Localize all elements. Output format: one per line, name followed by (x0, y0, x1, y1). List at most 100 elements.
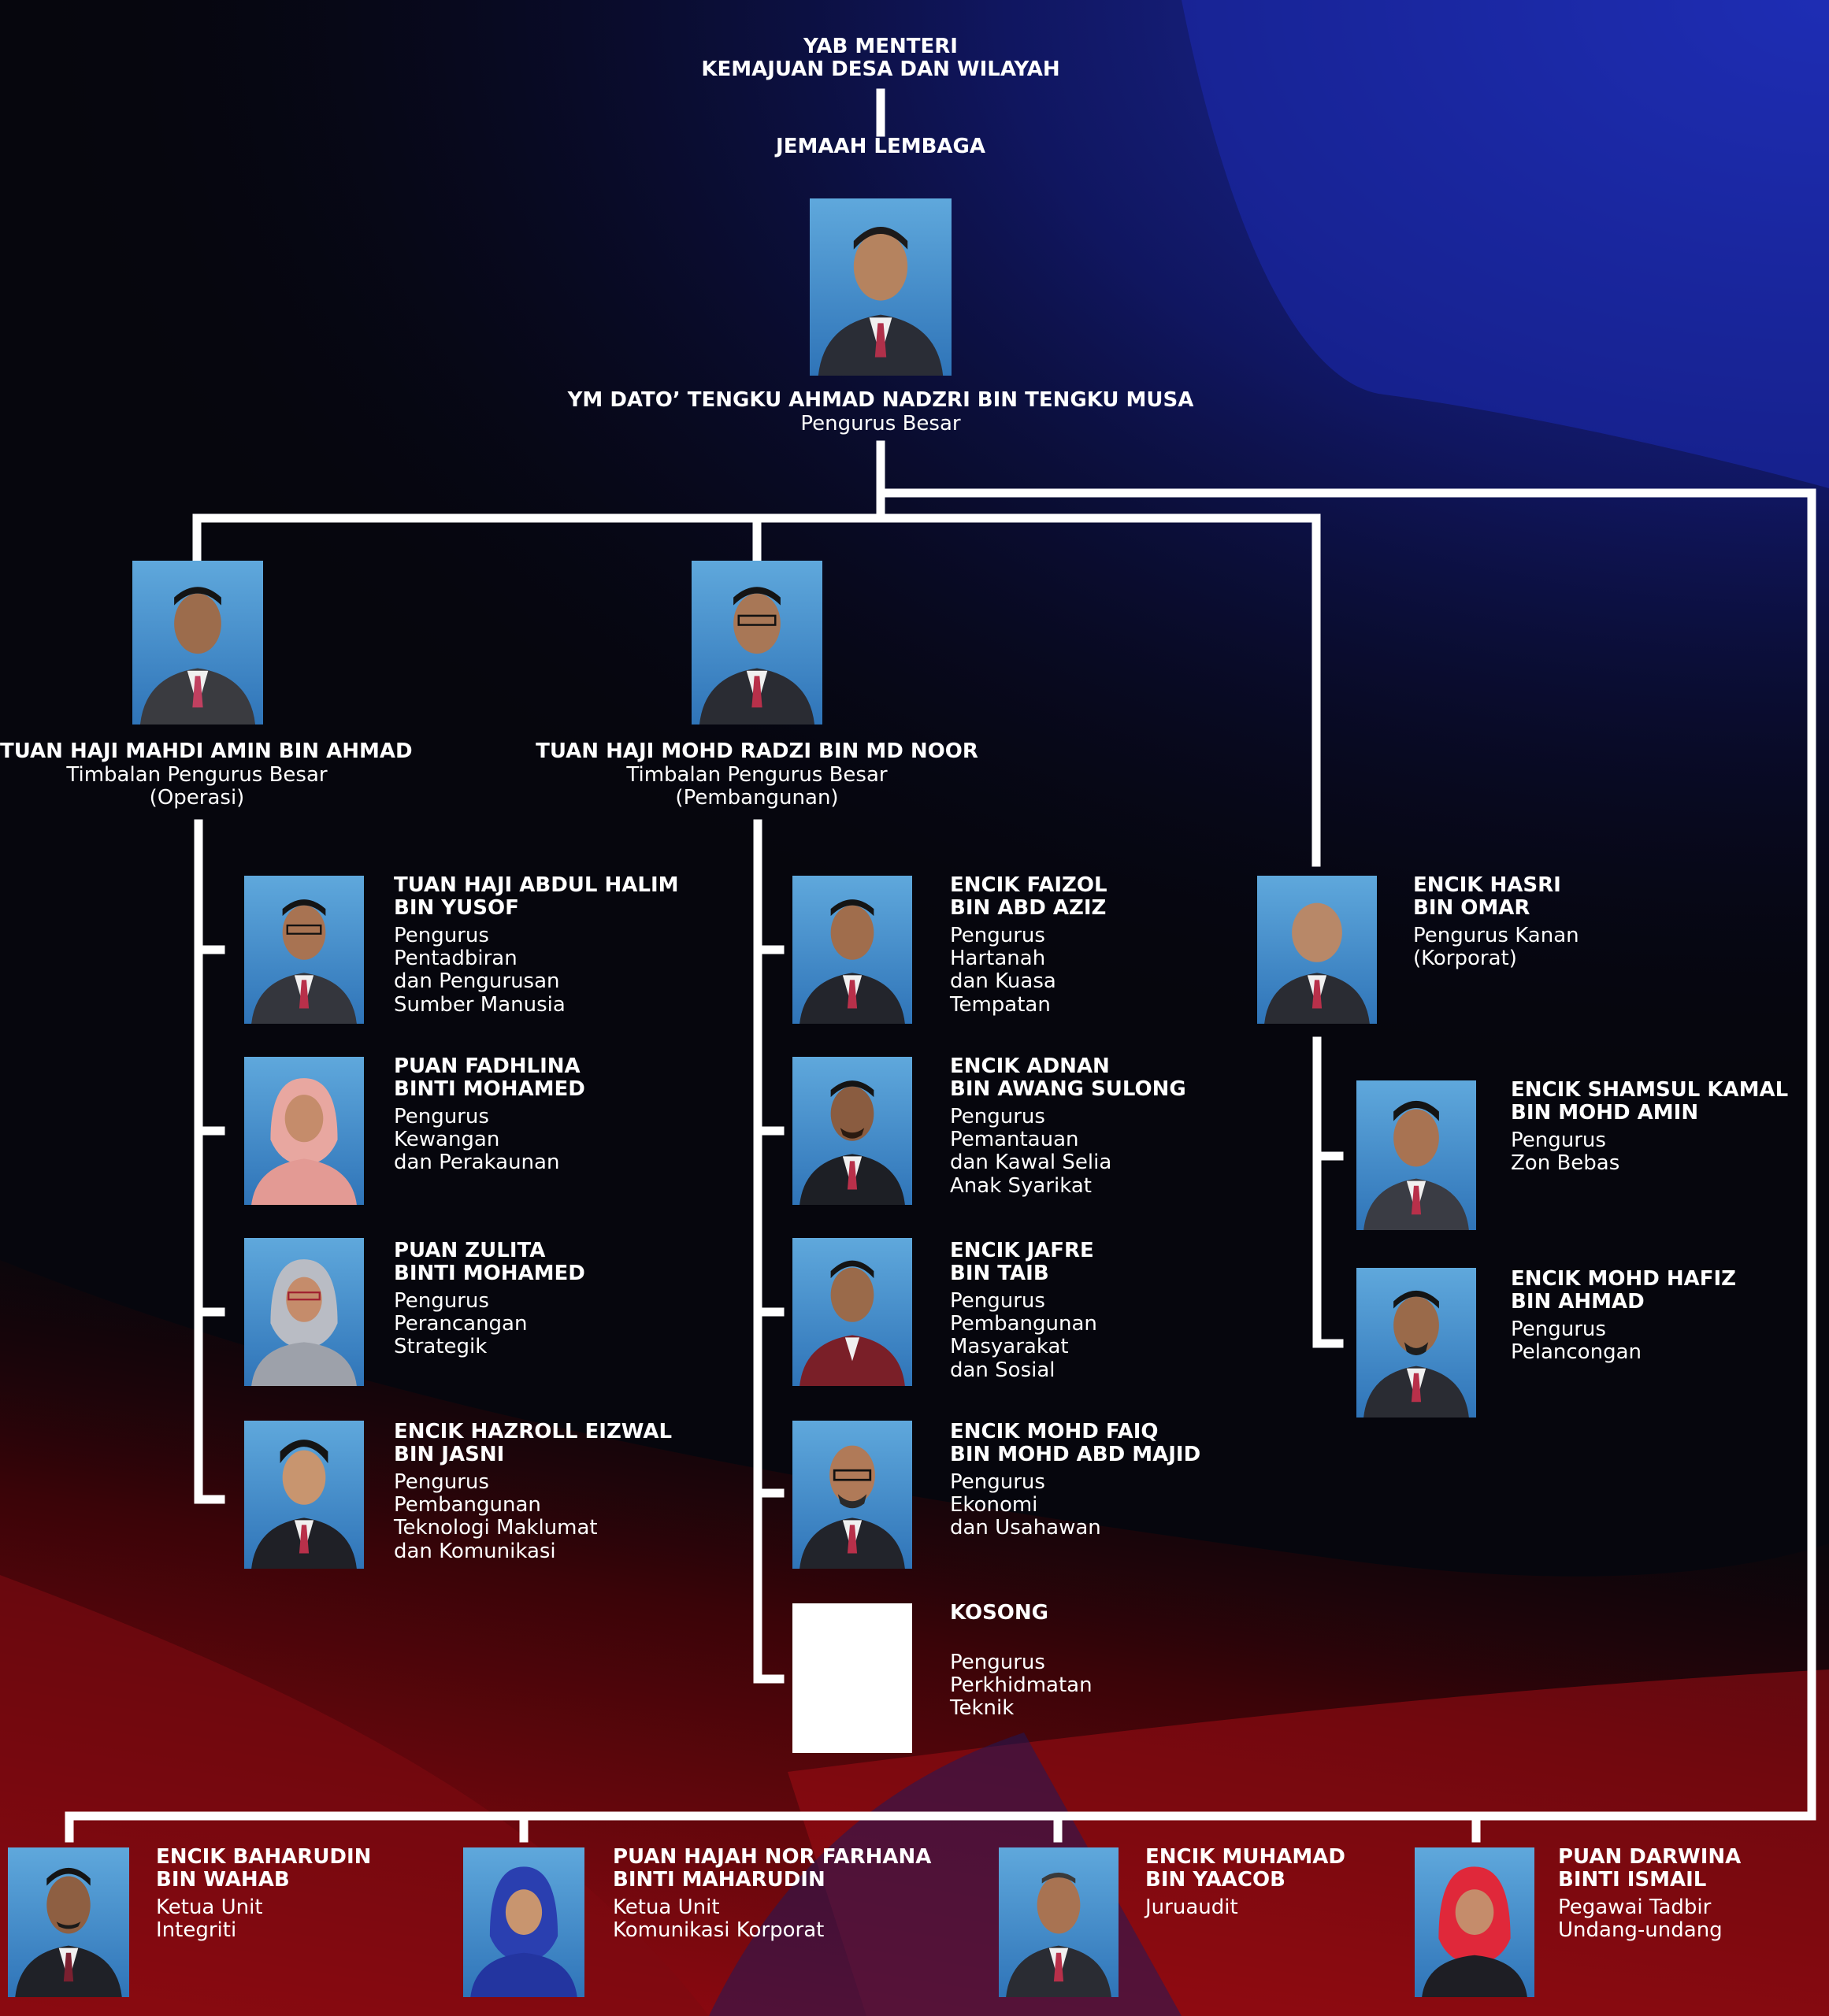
dev-3-title-0: Pengurus (950, 1470, 1045, 1495)
dev-4-vacant-photo (792, 1603, 912, 1753)
portrait-placeholder-icon (699, 587, 815, 724)
dev-2-name1: ENCIK JAFRE (950, 1239, 1094, 1262)
corp-sub-1-text: ENCIK MOHD HAFIZ BIN AHMAD Pengurus Pela… (1511, 1267, 1737, 1365)
ops-3-title-3: dan Komunikasi (394, 1539, 556, 1563)
portrait-placeholder-icon (1006, 1872, 1111, 1997)
ops-2-text: PUAN ZULITA BINTI MOHAMED Pengurus Peran… (394, 1239, 585, 1359)
gm-photo (810, 198, 952, 376)
board-title: JEMAAH LEMBAGA (776, 135, 985, 158)
bottom-2-name1: ENCIK MUHAMAD (1145, 1845, 1345, 1869)
dev-3-text: ENCIK MOHD FAIQ BIN MOHD ABD MAJID Pengu… (950, 1420, 1201, 1540)
ops-2-name2: BINTI MOHAMED (394, 1262, 585, 1286)
dev-1-title-2: dan Kawal Selia (950, 1151, 1112, 1175)
ops-3-name2: BIN JASNI (394, 1443, 505, 1467)
ops-0-title-3: Sumber Manusia (394, 992, 566, 1017)
ops-1-name2: BINTI MOHAMED (394, 1077, 585, 1102)
corp-sub-1-title-1: Pelancongan (1511, 1340, 1642, 1365)
bottom-3-name2: BINTI ISMAIL (1558, 1868, 1707, 1892)
portrait-placeholder-icon (818, 227, 944, 376)
bottom-1-title-1: Komunikasi Korporat (613, 1918, 825, 1943)
corp-name2: BIN OMAR (1413, 896, 1530, 921)
ops-1-name1: PUAN FADHLINA (394, 1054, 581, 1078)
dev-0-text: ENCIK FAIZOL BIN ABD AZIZ Pengurus Harta… (950, 873, 1107, 1017)
portrait-placeholder-icon (1363, 1100, 1469, 1230)
corp-sub-1-photo (1356, 1268, 1476, 1418)
ops-2-photo (244, 1238, 364, 1386)
bottom-0-photo (8, 1847, 129, 1997)
gm-title: Pengurus Besar (800, 412, 961, 435)
dev-3-photo (792, 1421, 912, 1569)
ops-1-title-2: dan Perakaunan (394, 1151, 560, 1175)
bottom-1-name1: PUAN HAJAH NOR FARHANA (613, 1845, 932, 1869)
bottom-2-text: ENCIK MUHAMAD BIN YAACOB Juruaudit (1145, 1845, 1345, 1919)
portrait-placeholder-icon (470, 1866, 577, 1997)
bottom-3-title-0: Pegawai Tadbir (1558, 1896, 1712, 1920)
dev-0-photo (792, 876, 912, 1024)
ops-3-title-2: Teknologi Maklumat (394, 1516, 598, 1540)
corp-sub-0-photo (1356, 1080, 1476, 1230)
ops-1-title-0: Pengurus (394, 1105, 489, 1129)
corp-title-0: Pengurus Kanan (1413, 924, 1579, 948)
ops-0-name1: TUAN HAJI ABDUL HALIM (394, 873, 679, 897)
deputy-ops-title: Timbalan Pengurus Besar (Operasi) (0, 763, 394, 810)
ops-2-name1: PUAN ZULITA (394, 1239, 546, 1262)
dev-2-text: ENCIK JAFRE BIN TAIB Pengurus Pembanguna… (950, 1239, 1097, 1382)
corp-sub-1-name1: ENCIK MOHD HAFIZ (1511, 1267, 1737, 1291)
bottom-3-name1: PUAN DARWINA (1558, 1845, 1742, 1869)
deputy-ops-name: TUAN HAJI MAHDI AMIN BIN AHMAD (0, 739, 413, 763)
portrait-placeholder-icon (139, 587, 256, 724)
bottom-2-photo (999, 1847, 1119, 1997)
portrait-placeholder-icon (1264, 902, 1370, 1024)
dev-0-name2: BIN ABD AZIZ (950, 896, 1107, 921)
dev-1-name1: ENCIK ADNAN (950, 1054, 1110, 1078)
deputy-dev-title2: (Pembangunan) (675, 786, 839, 810)
portrait-placeholder-icon (251, 1259, 357, 1386)
corp-sub-1-name2: BIN AHMAD (1511, 1290, 1645, 1314)
bottom-0-text: ENCIK BAHARUDIN BIN WAHAB Ketua Unit Int… (156, 1845, 371, 1943)
dev-2-title-3: dan Sosial (950, 1358, 1055, 1382)
portrait-placeholder-icon (251, 1078, 357, 1205)
ops-2-title-0: Pengurus (394, 1289, 489, 1314)
dev-0-title-3: Tempatan (950, 992, 1051, 1017)
deputy-dev-photo (692, 561, 822, 724)
portrait-placeholder-icon (251, 1440, 357, 1569)
minister-line2: KEMAJUAN DESA DAN WILAYAH (701, 57, 1060, 82)
ops-0-text: TUAN HAJI ABDUL HALIM BIN YUSOF Pengurus… (394, 873, 679, 1017)
ops-0-title-0: Pengurus (394, 924, 489, 948)
ops-0-title-1: Pentadbiran (394, 947, 518, 971)
ops-3-title-0: Pengurus (394, 1470, 489, 1495)
corp-name1: ENCIK HASRI (1413, 873, 1561, 897)
deputy-ops-title1: Timbalan Pengurus Besar (66, 763, 328, 787)
dev-1-text: ENCIK ADNAN BIN AWANG SULONG Pengurus Pe… (950, 1054, 1186, 1198)
dev-1-photo (792, 1057, 912, 1205)
ops-3-photo (244, 1421, 364, 1569)
ops-1-text: PUAN FADHLINA BINTI MOHAMED Pengurus Kew… (394, 1054, 585, 1175)
corp-photo (1257, 876, 1377, 1024)
ops-2-title-2: Strategik (394, 1335, 488, 1359)
dev-3-name2: BIN MOHD ABD MAJID (950, 1443, 1201, 1467)
dev-2-title-1: Pembangunan (950, 1312, 1097, 1336)
dev-2-name2: BIN TAIB (950, 1262, 1049, 1286)
ops-3-text: ENCIK HAZROLL EIZWAL BIN JASNI Pengurus … (394, 1420, 673, 1563)
bottom-0-name2: BIN WAHAB (156, 1868, 290, 1892)
bottom-1-name2: BINTI MAHARUDIN (613, 1868, 825, 1892)
ops-3-name1: ENCIK HAZROLL EIZWAL (394, 1420, 673, 1443)
corp-sub-0-title-0: Pengurus (1511, 1128, 1606, 1153)
dev-3-name1: ENCIK MOHD FAIQ (950, 1420, 1159, 1443)
portrait-placeholder-icon (1363, 1290, 1469, 1418)
portrait-placeholder-icon (1422, 1866, 1527, 1997)
bottom-3-title-1: Undang-undang (1558, 1918, 1723, 1943)
dev-1-name2: BIN AWANG SULONG (950, 1077, 1186, 1102)
portrait-placeholder-icon (799, 1080, 905, 1205)
bottom-1-text: PUAN HAJAH NOR FARHANA BINTI MAHARUDIN K… (613, 1845, 932, 1943)
dev-0-title-0: Pengurus (950, 924, 1045, 948)
corp-sub-0-name2: BIN MOHD AMIN (1511, 1101, 1699, 1125)
dev-4-text: KOSONG Pengurus Perkhidmatan Teknik (950, 1601, 1093, 1720)
ops-0-name2: BIN YUSOF (394, 896, 519, 921)
ops-0-photo (244, 876, 364, 1024)
bottom-2-name2: BIN YAACOB (1145, 1868, 1285, 1892)
minister-line1: YAB MENTERI (803, 35, 958, 58)
dev-0-name1: ENCIK FAIZOL (950, 873, 1107, 897)
minister-title: YAB MENTERI KEMAJUAN DESA DAN WILAYAH (614, 35, 1147, 81)
bottom-0-title-1: Integriti (156, 1918, 237, 1943)
